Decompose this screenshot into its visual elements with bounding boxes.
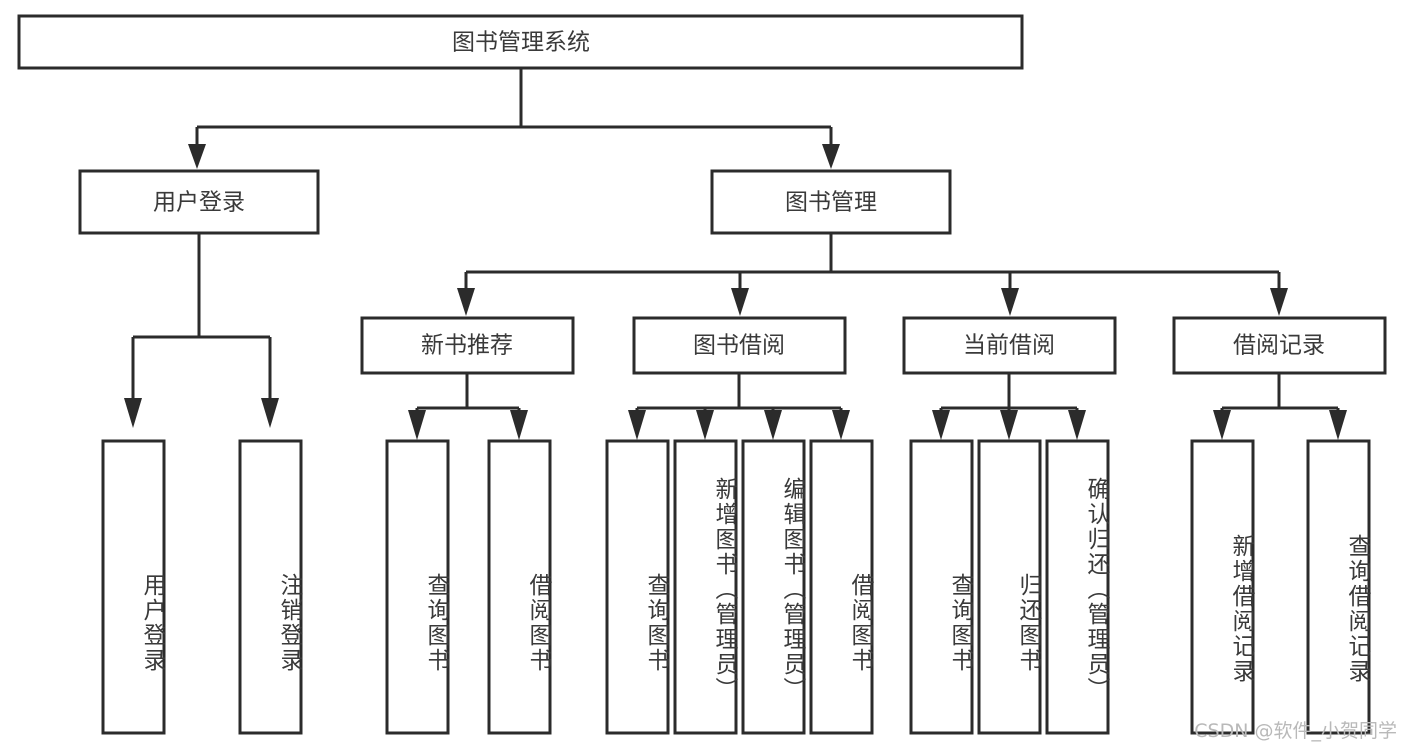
node-root[interactable] (17, 14, 1024, 70)
arrow-book-mgmt-child-3 (1270, 288, 1288, 316)
arrow-user-login-leaf-1 (261, 398, 279, 428)
node-user-login-label: 用户登录 (153, 190, 245, 216)
leaf-label-current-borrow-2: 确认归还（管理员） (1083, 477, 1109, 702)
node-book-borrow-label: 图书借阅 (693, 333, 785, 359)
arrow-new-book-leaf-0 (408, 410, 426, 440)
leaf-box-new-book-1[interactable] (487, 439, 552, 735)
arrow-book-mgmt-child-1 (731, 288, 749, 316)
node-borrow-record-label: 借阅记录 (1233, 333, 1325, 359)
csdn-watermark: CSDN @软件_小贺同学 (1194, 720, 1397, 742)
arrow-user-login-leaf-0 (124, 398, 142, 428)
leaf-box-borrow-record-0[interactable] (1190, 439, 1255, 735)
leaf-label-book-borrow-0: 查询图书 (643, 572, 669, 673)
arrow-new-book-leaf-1 (510, 410, 528, 440)
node-new-book-recommend-label: 新书推荐 (421, 333, 513, 359)
arrow-book-borrow-leaf-1 (696, 410, 714, 440)
arrow-current-borrow-leaf-0 (932, 410, 950, 440)
leaf-box-book-borrow-3[interactable] (809, 439, 874, 735)
leaf-label-current-borrow-1: 归还图书 (1015, 572, 1041, 673)
arrow-borrow-record-leaf-1 (1329, 410, 1347, 440)
leaf-label-book-borrow-3: 借阅图书 (847, 572, 873, 673)
leaf-box-book-borrow-1[interactable] (673, 439, 738, 735)
leaf-box-current-borrow-2[interactable] (1045, 439, 1110, 735)
leaf-box-book-borrow-2[interactable] (741, 439, 806, 735)
leaf-box-current-borrow-1[interactable] (977, 439, 1042, 735)
arrow-current-borrow-leaf-2 (1068, 410, 1086, 440)
leaf-box-borrow-record-1[interactable] (1306, 439, 1371, 735)
leaf-label-book-borrow-1: 新增图书（管理员） (711, 477, 737, 702)
arrow-book-borrow-leaf-2 (764, 410, 782, 440)
leaf-label-user-login-0: 用户登录 (139, 572, 165, 673)
leaf-box-book-borrow-0[interactable] (605, 439, 670, 735)
arrow-current-borrow-leaf-1 (1000, 410, 1018, 440)
leaf-box-user-login-0[interactable] (101, 439, 166, 735)
leaf-box-user-login-1[interactable] (238, 439, 303, 735)
leaf-box-current-borrow-0[interactable] (909, 439, 974, 735)
leaf-label-book-borrow-2: 编辑图书（管理员） (779, 477, 805, 702)
leaf-label-new-book-1: 借阅图书 (525, 572, 551, 673)
arrow-book-borrow-leaf-0 (628, 410, 646, 440)
leaf-label-current-borrow-0: 查询图书 (947, 572, 973, 673)
node-current-borrow-label: 当前借阅 (963, 333, 1055, 359)
arrow-book-mgmt-child-2 (1001, 288, 1019, 316)
leaf-label-borrow-record-1: 查询借阅记录 (1344, 533, 1370, 684)
leaf-label-borrow-record-0: 新增借阅记录 (1228, 533, 1254, 684)
node-book-management-label: 图书管理 (785, 190, 877, 216)
arrow-root-to-book-mgmt (822, 144, 840, 169)
leaf-label-user-login-1: 注销登录 (276, 572, 302, 673)
node-root-label: 图书管理系统 (452, 30, 590, 56)
arrow-book-mgmt-child-0 (457, 288, 475, 316)
leaf-box-new-book-0[interactable] (385, 439, 450, 735)
arrow-book-borrow-leaf-3 (832, 410, 850, 440)
arrow-borrow-record-leaf-0 (1213, 410, 1231, 440)
node-current-borrow[interactable] (902, 316, 1117, 375)
arrow-root-to-user-login (188, 144, 206, 169)
node-new-book-recommend[interactable] (360, 316, 575, 375)
leaf-label-new-book-0: 查询图书 (423, 572, 449, 673)
